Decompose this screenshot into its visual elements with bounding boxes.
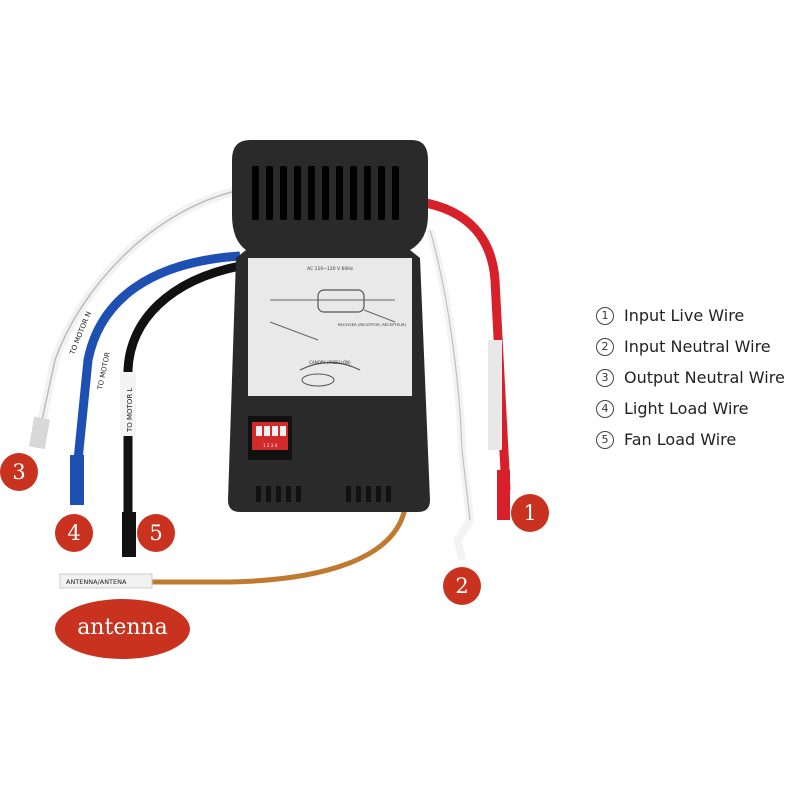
black-wire	[122, 261, 241, 557]
wire-legend: 1 Input Live Wire 2 Input Neutral Wire 3…	[596, 300, 796, 455]
legend-number: 3	[596, 368, 614, 387]
legend-label: Fan Load Wire	[624, 430, 737, 449]
legend-item: 3 Output Neutral Wire	[596, 362, 796, 393]
black-wire-text: TO MOTOR L	[126, 388, 134, 433]
legend-item: 4 Light Load Wire	[596, 393, 796, 424]
white-wire-right	[426, 228, 475, 561]
callout-1: 1	[511, 494, 549, 532]
white-wire-left	[28, 185, 241, 450]
label-voltage: AC 110~120 V 60Hz	[307, 266, 354, 272]
legend-label: Light Load Wire	[624, 399, 749, 418]
callout-3: 3	[0, 453, 38, 491]
legend-number: 5	[596, 430, 614, 449]
legend-item: 5 Fan Load Wire	[596, 424, 796, 455]
blue-wire	[70, 251, 241, 505]
red-wire	[419, 197, 511, 520]
legend-label: Input Live Wire	[624, 306, 745, 325]
callout-5: 5	[137, 514, 175, 552]
legend-number: 1	[596, 306, 614, 325]
dip-labels: 1 2 3 4	[263, 443, 277, 448]
antenna-badge: antenna	[55, 599, 190, 659]
label-canopy: CANOPY (PABELLÓN)	[309, 360, 351, 365]
legend-item: 1 Input Live Wire	[596, 300, 796, 331]
dip-switch: 1 2 3 4	[248, 416, 292, 460]
blue-wire-text: TO MOTOR	[96, 351, 112, 391]
legend-label: Output Neutral Wire	[624, 368, 785, 387]
legend-number: 4	[596, 399, 614, 418]
legend-item: 2 Input Neutral Wire	[596, 331, 796, 362]
legend-number: 2	[596, 337, 614, 356]
legend-label: Input Neutral Wire	[624, 337, 771, 356]
callout-2: 2	[443, 567, 481, 605]
antenna-wire-text: ANTENNA/ANTENA	[66, 578, 127, 586]
antenna-wire	[59, 507, 408, 589]
label-receiver: RECEIVER (RECEPTOR, RÉCEPTEUR)	[338, 322, 407, 327]
wiring-diagram-label: AC 110~120 V 60Hz RECEIVER (RECEPTOR, RÉ…	[248, 258, 412, 396]
callout-4: 4	[55, 514, 93, 552]
